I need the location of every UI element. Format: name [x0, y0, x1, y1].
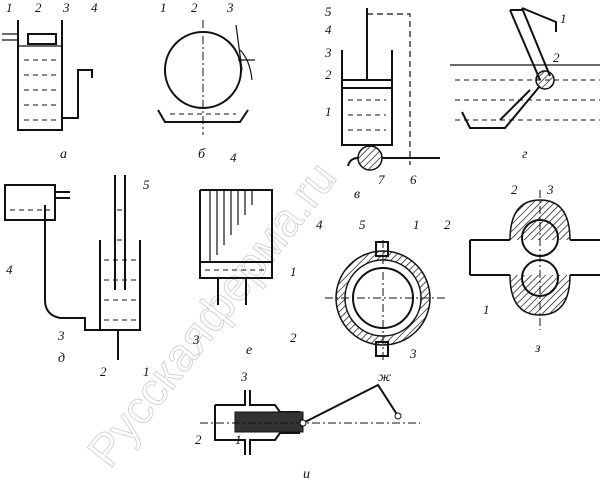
label-5: 5: [143, 177, 150, 192]
panel-b: 1 2 3 б: [157, 0, 255, 162]
panel-letter: е: [246, 343, 252, 358]
label-3: 3: [324, 45, 332, 60]
label-2: 2: [35, 0, 42, 15]
label-1: 1: [290, 264, 297, 279]
label-2: 2: [511, 182, 518, 197]
label-1: 1: [325, 104, 332, 119]
watermark: Русскаяферма.ru: [77, 152, 346, 476]
label-3: 3: [226, 0, 234, 15]
label-2: 2: [444, 217, 451, 232]
panel-i: 3 2 1 и: [195, 369, 420, 482]
label-3: 3: [546, 182, 554, 197]
label-2: 2: [195, 432, 202, 447]
panel-letter: д: [58, 351, 65, 366]
panel-letter: г: [522, 147, 528, 162]
label-3: 3: [57, 328, 65, 343]
label-2: 2: [290, 330, 297, 345]
panel-letter: ж: [378, 370, 391, 385]
panel-v: 5 4 3 2 1 7 6 в: [324, 4, 440, 202]
panel-letter: в: [354, 187, 360, 202]
label-4: 4: [6, 262, 13, 277]
label-5: 5: [359, 217, 366, 232]
label-3: 3: [409, 346, 417, 361]
label-2: 2: [100, 364, 107, 379]
label-4: 4: [316, 217, 323, 232]
label-3: 3: [240, 369, 248, 384]
label-1: 1: [560, 11, 567, 26]
label-4: 4: [230, 150, 237, 165]
label-1: 1: [413, 217, 420, 232]
panel-a: 1 2 3 4 а: [2, 0, 98, 162]
panel-e: 4 1 3 2 е: [192, 150, 297, 358]
panel-zh: 4 5 1 2 3 ж: [316, 217, 451, 385]
label-1: 1: [483, 302, 490, 317]
label-1: 1: [6, 0, 13, 15]
label-1: 1: [235, 432, 242, 447]
panel-letter: б: [198, 147, 206, 162]
label-5: 5: [325, 4, 332, 19]
label-4: 4: [325, 22, 332, 37]
label-2: 2: [325, 67, 332, 82]
label-3: 3: [192, 332, 200, 347]
label-6: 6: [410, 172, 417, 187]
label-3: 3: [62, 0, 70, 15]
panel-letter: и: [303, 467, 310, 482]
float: [27, 33, 57, 45]
label-2: 2: [191, 0, 198, 15]
panel-d: 4 5 3 2 1 д: [4, 175, 150, 379]
panel-letter: з: [534, 341, 541, 356]
label-2: 2: [553, 50, 560, 65]
label-7: 7: [378, 172, 385, 187]
label-4: 4: [91, 0, 98, 15]
panel-z: 2 3 1 з: [469, 182, 600, 356]
label-1: 1: [160, 0, 167, 15]
label-1: 1: [143, 364, 150, 379]
panel-g: 1 2 г: [450, 7, 600, 162]
panel-letter: а: [60, 147, 67, 162]
